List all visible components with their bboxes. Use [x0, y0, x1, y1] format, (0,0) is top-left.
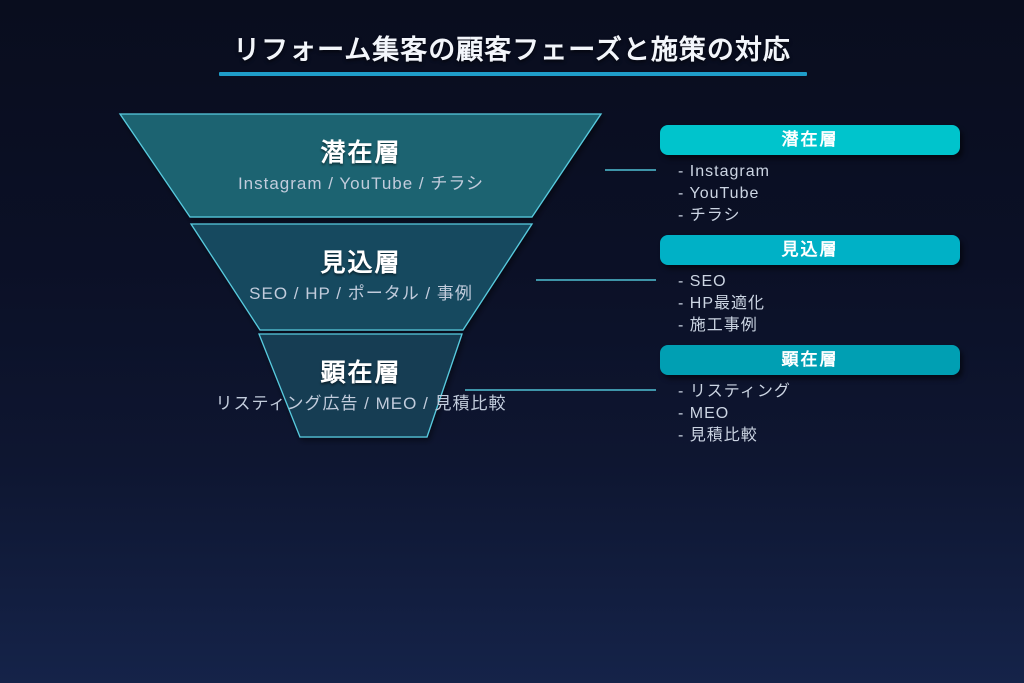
panel-prospect: 見込層 - SEO - HP最適化 - 施工事例 — [660, 235, 960, 337]
funnel-level-1-shape — [118, 113, 603, 218]
panel-manifest-list: - リスティング - MEO - 見積比較 — [660, 381, 960, 447]
panel-latent-header: 潜在層 — [660, 125, 960, 155]
panel-latent-list: - Instagram - YouTube - チラシ — [660, 161, 960, 227]
panel-manifest-header: 顕在層 — [660, 345, 960, 375]
funnel-level-3-shape — [258, 333, 463, 438]
funnel-level-2-shape — [189, 223, 534, 331]
list-item: - SEO — [678, 273, 727, 290]
list-item: - HP最適化 — [678, 295, 766, 312]
list-item: - 施工事例 — [678, 317, 758, 334]
page-title: リフォーム集客の顧客フェーズと施策の対応 — [233, 35, 791, 65]
title-underline — [219, 72, 807, 76]
panel-prospect-header: 見込層 — [660, 235, 960, 265]
list-item: - MEO — [678, 405, 730, 422]
panel-prospect-list: - SEO - HP最適化 - 施工事例 — [660, 271, 960, 337]
list-item: - リスティング — [678, 383, 791, 400]
panel-manifest: 顕在層 - リスティング - MEO - 見積比較 — [660, 345, 960, 447]
list-item: - 見積比較 — [678, 427, 758, 444]
list-item: - YouTube — [678, 185, 760, 202]
panel-latent: 潜在層 - Instagram - YouTube - チラシ — [660, 125, 960, 227]
list-item: - チラシ — [678, 207, 741, 224]
list-item: - Instagram — [678, 163, 770, 180]
